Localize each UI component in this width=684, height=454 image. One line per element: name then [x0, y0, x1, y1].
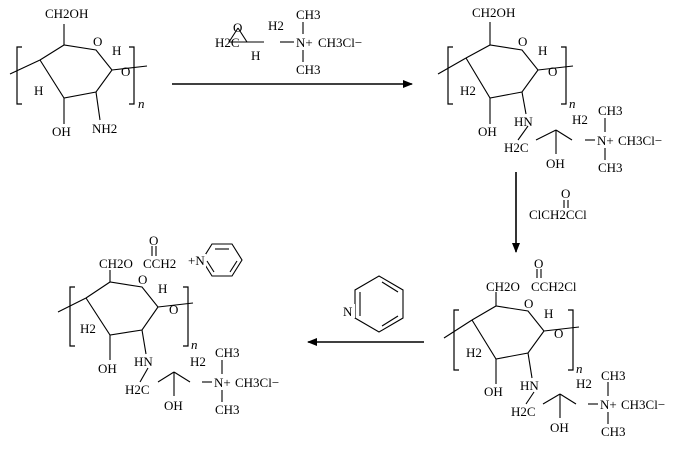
- oh-label: OH: [478, 124, 497, 139]
- chitosan-structure: CH2OH O H H O OH NH2 n: [9, 6, 148, 139]
- quaternary-n-label: N+: [214, 375, 231, 390]
- ring-oxygen-label: O: [518, 34, 527, 49]
- ch2-link-label: CCH2: [143, 256, 176, 271]
- ch2oh-label: CH2OH: [472, 5, 515, 20]
- repeat-n-label: n: [576, 361, 583, 376]
- hydroxyl-label: OH: [164, 398, 183, 413]
- ester-ch2o-label: CH2O: [99, 256, 133, 271]
- pyridine-reagent: N: [341, 275, 404, 333]
- glycosidic-o-label: O: [548, 64, 557, 79]
- h-label: H: [538, 43, 547, 58]
- chloroacetylated-chitosan-structure: CH2O O CCH2Cl O H H2 O OH HN H2C OH H2 C…: [443, 256, 665, 439]
- h2c-label: H2C: [511, 404, 536, 419]
- h2-label: H2: [190, 354, 206, 369]
- hydroxyl-label: OH: [550, 420, 569, 435]
- repeat-n-label: n: [191, 337, 198, 352]
- amino-label: NH2: [92, 121, 117, 136]
- glycosidic-o-label: O: [121, 64, 130, 79]
- methyl-top-label: CH3: [598, 103, 623, 118]
- methyl-top-label: CH3: [296, 7, 321, 22]
- ring-oxygen-label: O: [138, 272, 147, 287]
- hn-label: HN: [520, 378, 539, 393]
- oh-label: OH: [52, 124, 71, 139]
- ch3cl-label: CH3Cl−: [618, 133, 662, 148]
- h2-label: H2: [576, 376, 592, 391]
- h-label: H: [251, 48, 260, 63]
- h-label: H: [34, 83, 43, 98]
- quaternary-n-label: N+: [600, 397, 617, 412]
- carbonyl-oxygen-label: O: [561, 186, 570, 201]
- ch2oh-label: CH2OH: [45, 6, 88, 21]
- h-label: H2: [80, 321, 96, 336]
- ch3cl-label: CH3Cl−: [318, 35, 362, 50]
- oh-label: OH: [484, 384, 503, 399]
- hydroxyl-label: OH: [546, 156, 565, 171]
- ch2cl-label: CCH2Cl: [531, 279, 577, 294]
- methyl-top-label: CH3: [215, 345, 240, 360]
- h2c-label: H2C: [125, 382, 150, 397]
- quaternized-chitosan-structure: CH2OH O H H2 O OH HN H2C OH H2 CH3 N+ CH…: [437, 5, 662, 175]
- reagent-formula-label: ClCH2CCl: [529, 207, 587, 222]
- h2c-label: H2C: [504, 140, 529, 155]
- methyl-bottom-label: CH3: [598, 160, 623, 175]
- epoxide-quat-reagent: H2C O H H2 CH3 N+ CH3Cl− CH3: [215, 7, 362, 77]
- pyridinium-chitosan-product: CH2O O CCH2 +N O H H2 O OH HN H2C OH H2 …: [57, 233, 279, 417]
- ch3cl-label: CH3Cl−: [235, 375, 279, 390]
- pyridinium-n-label: +N: [188, 253, 205, 268]
- hn-label: HN: [134, 354, 153, 369]
- ch3cl-label: CH3Cl−: [621, 397, 665, 412]
- repeat-n-label: n: [138, 96, 145, 111]
- repeat-n-label: n: [569, 96, 576, 111]
- carbonyl-oxygen-label: O: [534, 256, 543, 271]
- chloroacetyl-chloride-reagent: O ClCH2CCl: [529, 186, 587, 222]
- h-label: H: [544, 306, 553, 321]
- hn-label: HN: [514, 114, 533, 129]
- h-label: H: [158, 281, 167, 296]
- h-label: H: [112, 43, 121, 58]
- h-label: H2: [460, 83, 476, 98]
- quaternary-n-label: N+: [597, 133, 614, 148]
- ring-oxygen-label: O: [524, 296, 533, 311]
- methyl-top-label: CH3: [601, 368, 626, 383]
- pyridine-n-label: N: [343, 304, 353, 319]
- methyl-bottom-label: CH3: [215, 402, 240, 417]
- h2c-label: H2C: [215, 35, 240, 50]
- quaternary-n-label: N+: [296, 35, 313, 50]
- methyl-bottom-label: CH3: [601, 424, 626, 439]
- h-label: H2: [466, 345, 482, 360]
- carbonyl-oxygen-label: O: [149, 233, 158, 248]
- oh-label: OH: [98, 361, 117, 376]
- methyl-bottom-label: CH3: [296, 62, 321, 77]
- ring-oxygen-label: O: [93, 34, 102, 49]
- glycosidic-o-label: O: [169, 302, 178, 317]
- epoxide-oxygen-label: O: [233, 20, 242, 35]
- h2-label: H2: [572, 112, 588, 127]
- glycosidic-o-label: O: [554, 326, 563, 341]
- ester-ch2o-label: CH2O: [486, 279, 520, 294]
- h2-label: H2: [268, 18, 284, 33]
